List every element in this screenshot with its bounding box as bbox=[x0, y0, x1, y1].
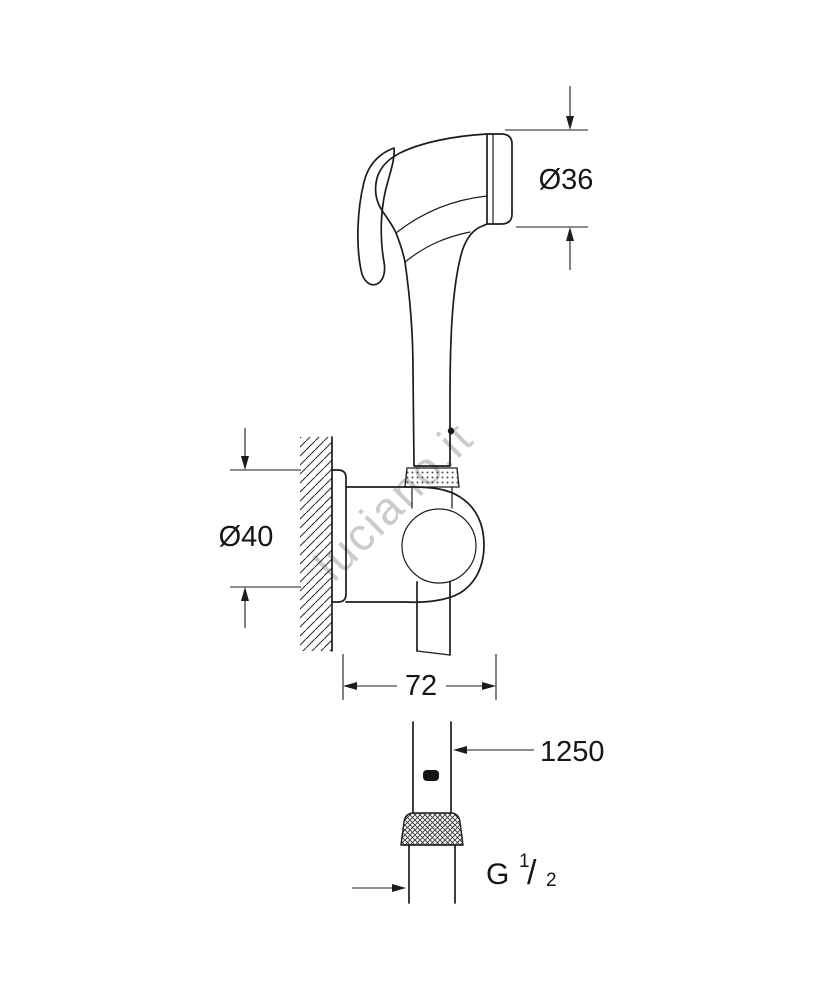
head-contour-line bbox=[395, 195, 488, 234]
brand-mark bbox=[423, 770, 439, 781]
neck-contour-line bbox=[404, 231, 471, 263]
swivel-ball bbox=[401, 508, 477, 584]
arrowhead-left bbox=[343, 682, 357, 690]
rosette-plate bbox=[331, 469, 347, 603]
arrowhead-up bbox=[566, 227, 574, 241]
thread-numerator: 1 bbox=[519, 851, 530, 872]
arrowhead-down bbox=[241, 456, 249, 470]
wall-bracket bbox=[300, 436, 485, 656]
dimension-rosette-diameter: Ø40 bbox=[219, 428, 301, 628]
hose-connector-detail bbox=[400, 721, 464, 904]
hose-cut-line bbox=[416, 650, 451, 656]
knurled-nut bbox=[400, 812, 464, 846]
shower-body-outline bbox=[374, 133, 488, 467]
dimension-wall-offset: 72 bbox=[342, 654, 497, 702]
dim-label-wall-offset: 72 bbox=[405, 670, 437, 702]
thread-slash: / bbox=[527, 854, 537, 892]
thread-denominator: 2 bbox=[546, 870, 557, 891]
trigger-lever bbox=[357, 147, 396, 286]
spray-face-plate bbox=[486, 133, 513, 225]
dimension-thread-spec: G 1 / 2 bbox=[352, 851, 557, 892]
arrowhead-right bbox=[392, 884, 406, 892]
dim-label-rosette-diameter: Ø40 bbox=[219, 521, 274, 553]
dim-label-hose-length: 1250 bbox=[540, 736, 605, 768]
thread-prefix: G bbox=[486, 858, 509, 891]
arrowhead-up bbox=[241, 587, 249, 601]
arrowhead-right bbox=[482, 682, 496, 690]
dimension-head-diameter: Ø36 bbox=[505, 86, 593, 270]
wall-hatching bbox=[300, 437, 332, 651]
bracket-cup-outline bbox=[403, 486, 485, 604]
hand-shower bbox=[357, 133, 513, 509]
arrowhead-down bbox=[566, 116, 574, 130]
dimension-hose-length: 1250 bbox=[453, 736, 605, 768]
arrowhead-left bbox=[453, 746, 467, 754]
handle-knurl-band bbox=[404, 467, 460, 488]
handle-detail-dot bbox=[447, 427, 455, 435]
dim-label-head-diameter: Ø36 bbox=[539, 164, 594, 196]
